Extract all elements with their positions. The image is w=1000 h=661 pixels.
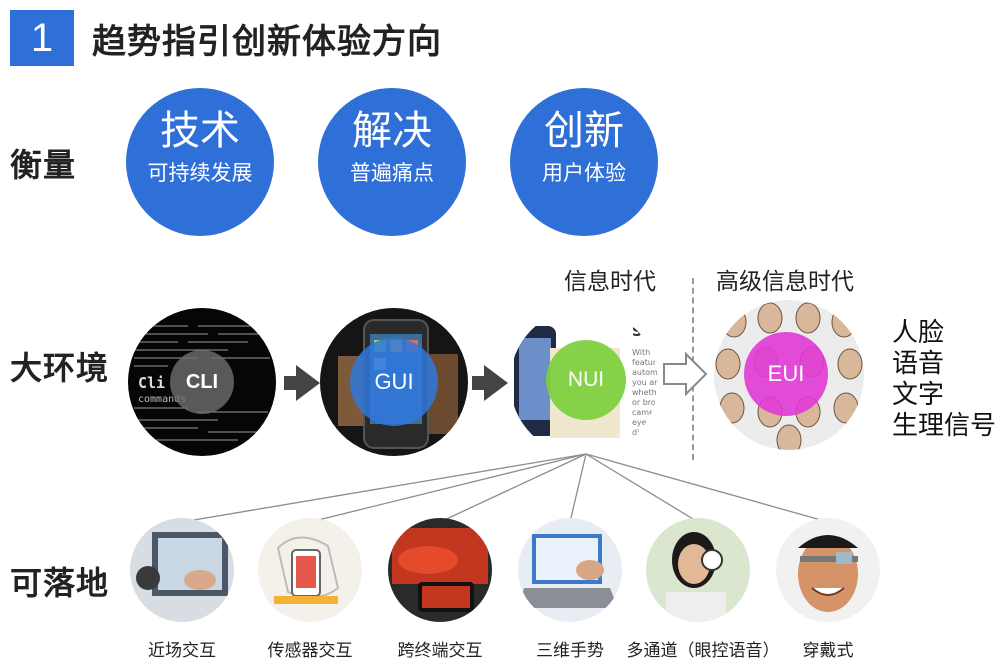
measure-title: 创新 xyxy=(544,108,624,154)
measure-circle-tech: 技术 可持续发展 xyxy=(126,88,274,236)
measure-subtitle: 可持续发展 xyxy=(147,161,253,185)
cli-label: CLI xyxy=(170,350,234,414)
modality-item: 文字 xyxy=(892,380,945,410)
landing-caption: 三维手势 xyxy=(536,641,604,661)
nui-label: NUI xyxy=(546,340,626,420)
tablet-touch-illustration xyxy=(136,532,228,596)
page-title: 趋势指引创新体验方向 xyxy=(92,22,442,62)
measure-title: 技术 xyxy=(160,108,240,154)
cli-snippet: Cli xyxy=(138,374,166,392)
landing-caption: 多通道（眼控语音） xyxy=(626,641,780,661)
era-label-advanced: 高级信息时代 xyxy=(716,269,854,295)
measure-circle-innovate: 创新 用户体验 xyxy=(510,88,658,236)
arrow-right-icon xyxy=(484,365,508,401)
phone-sketch-illustration xyxy=(274,536,340,604)
landing-caption: 近场交互 xyxy=(148,641,216,661)
landing-caption: 传感器交互 xyxy=(267,641,353,661)
eui-label: EUI xyxy=(744,332,828,416)
landing-circle-sensor xyxy=(258,518,362,622)
modality-item: 生理信号 xyxy=(892,411,997,441)
section-number-badge: 1 xyxy=(10,10,74,66)
laptop-gesture-illustration xyxy=(518,534,618,608)
modality-item: 人脸 xyxy=(892,318,945,348)
gui-label: GUI xyxy=(350,338,438,426)
era-label-info: 信息时代 xyxy=(564,269,656,295)
arrow-shaft xyxy=(284,376,298,390)
cli-snippet-sub: commands xyxy=(138,394,187,405)
landing-caption: 跨终端交互 xyxy=(397,641,483,661)
measure-subtitle: 普遍痛点 xyxy=(350,161,434,185)
measure-subtitle: 用户体验 xyxy=(542,161,626,185)
nui-snippet: Sm xyxy=(632,324,657,340)
landing-circle-nearfield xyxy=(130,518,234,622)
measure-title: 解决 xyxy=(352,108,432,154)
measure-circle-solve: 解决 普遍痛点 xyxy=(318,88,466,236)
man-glasses-illustration xyxy=(798,535,858,612)
arrow-shaft xyxy=(472,376,486,390)
landing-caption: 穿戴式 xyxy=(802,641,854,661)
row-label-environment: 大环境 xyxy=(10,349,110,387)
row-label-measure: 衡量 xyxy=(10,146,77,184)
landing-circle-multichannel xyxy=(646,518,750,622)
modality-item: 语音 xyxy=(892,349,945,379)
outline-arrow-icon xyxy=(663,352,708,396)
landing-circle-crossdevice xyxy=(388,518,492,622)
nui-snippet-sub: With the feature, ( automatic you are i … xyxy=(632,348,658,437)
car-screen-illustration xyxy=(392,528,488,612)
arrow-right-icon xyxy=(296,365,320,401)
landing-circle-wearable xyxy=(776,518,880,622)
row-label-landing: 可落地 xyxy=(10,564,110,602)
landing-circle-3dgesture xyxy=(518,518,622,622)
woman-camera-illustration xyxy=(666,532,726,622)
modality-list: 人脸 语音 文字 生理信号 xyxy=(892,318,996,442)
